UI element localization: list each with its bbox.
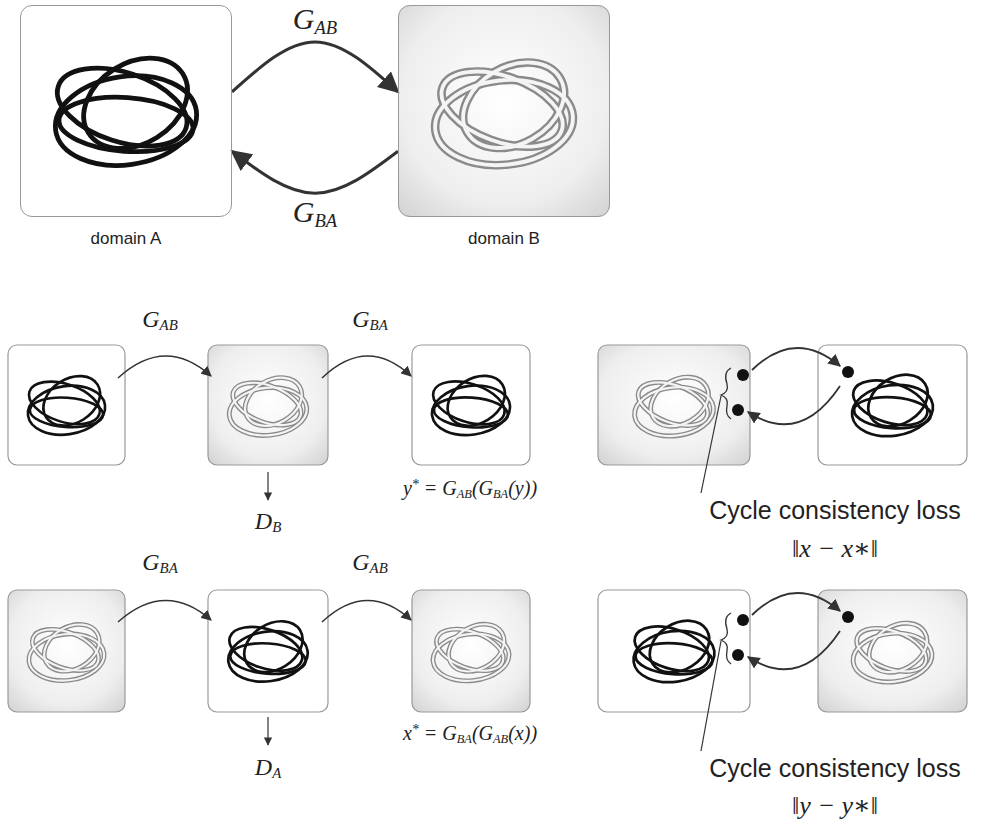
sketch-image	[629, 610, 719, 687]
image-box	[412, 345, 530, 465]
sample-dot	[842, 366, 854, 378]
generator-label: GAB	[293, 2, 337, 38]
generator-connector	[232, 42, 398, 92]
math-label: DA	[255, 754, 281, 783]
domain-label: domain B	[468, 229, 540, 249]
forward-cycle-row	[8, 345, 967, 500]
image-box	[208, 345, 328, 465]
cycle-arrow	[752, 593, 840, 615]
image-box	[598, 345, 750, 465]
math-label: x* = GBA(GAB(x))	[403, 722, 537, 747]
math-label: ‖y − y∗‖	[792, 791, 878, 821]
sketch-image	[24, 366, 110, 440]
loss-bracket	[721, 368, 731, 419]
math-label: GBA	[352, 306, 388, 335]
sketch-image	[428, 366, 514, 440]
sketch-image	[48, 40, 205, 175]
image-box	[598, 590, 750, 712]
image-box	[818, 590, 967, 712]
image-box	[8, 345, 125, 465]
leader-line	[701, 396, 721, 493]
math-label: GAB	[352, 549, 388, 578]
image-box	[208, 590, 328, 712]
loss-caption: Cycle consistency loss	[709, 754, 960, 783]
math-label: GAB	[142, 306, 178, 335]
math-label: y* = GAB(GBA(y))	[403, 477, 537, 502]
cycle-arrow	[752, 348, 840, 370]
generator-arrow	[118, 356, 211, 378]
sample-dot	[737, 614, 749, 626]
sketch-image	[848, 364, 938, 441]
math-label: DB	[255, 508, 281, 537]
generator-arrow	[322, 600, 411, 622]
sample-dot	[842, 611, 854, 623]
loss-caption: Cycle consistency loss	[709, 496, 960, 525]
generator-arrow	[118, 600, 211, 622]
cycle-arrow	[748, 631, 840, 669]
loss-bracket	[721, 613, 731, 664]
sample-dot	[737, 369, 749, 381]
sample-dot	[732, 404, 744, 416]
photo-ground	[398, 5, 610, 217]
photo-image	[632, 367, 717, 440]
domain-box: domain A	[20, 5, 232, 217]
image-box	[818, 345, 967, 465]
photo-image	[26, 615, 107, 684]
generator-connector	[232, 151, 398, 193]
image-box	[8, 590, 125, 712]
photo-image	[431, 45, 580, 172]
sample-dot	[732, 649, 744, 661]
image-box	[412, 590, 530, 712]
photo-image	[851, 613, 936, 686]
math-label: ‖x − x∗‖	[792, 534, 878, 564]
discriminator-arrow	[267, 472, 268, 500]
cycle-arrow	[748, 386, 840, 424]
sketch-image	[224, 611, 312, 687]
math-label: GBA	[142, 549, 178, 578]
photo-image	[227, 368, 311, 439]
discriminator-arrow	[267, 717, 268, 745]
photo-image	[431, 615, 513, 685]
backward-cycle-row	[8, 590, 967, 751]
domain-label: domain A	[91, 229, 162, 249]
leader-line	[701, 641, 721, 751]
domain-box: domain B	[398, 5, 610, 217]
generator-label: GBA	[293, 195, 337, 231]
generator-arrow	[322, 356, 411, 378]
